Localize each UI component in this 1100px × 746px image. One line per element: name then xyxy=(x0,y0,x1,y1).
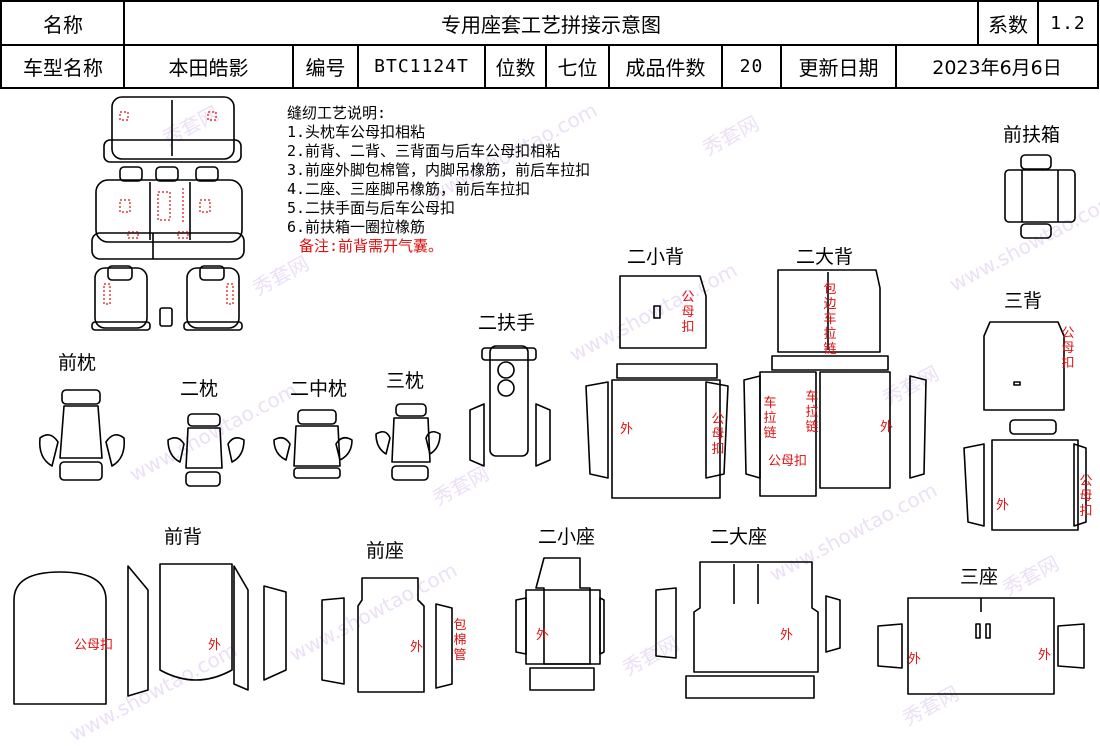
sewing-notes: 缝纫工艺说明: 1.头枕车公母扣相粘 2.前背、二背、三背面与后车公母扣相粘 3… xyxy=(287,104,590,256)
note-item-4: 4.二座、三座脚吊橡筋，前后车拉扣 xyxy=(287,180,531,198)
note-item-1: 1.头枕车公母扣相粘 xyxy=(287,123,426,141)
annot-wrap-zipper-second-big-back: 包 边 车 拉 链 xyxy=(823,282,837,357)
annot-outer-second-small-seat: 外 xyxy=(536,628,550,643)
label-front-box: 前扶箱 xyxy=(1003,124,1061,146)
annot-outer-front-back: 外 xyxy=(208,638,222,653)
second-big-seat-pattern xyxy=(655,561,841,699)
annot-snap-front-back: 公母扣 xyxy=(74,638,114,653)
third-back-pattern xyxy=(963,321,1087,531)
third-pillow-pattern xyxy=(375,403,441,481)
pieces-label: 成品件数 xyxy=(625,56,706,80)
annot-snap-second-small-back-side: 公 母 扣 xyxy=(711,412,725,457)
seat-overview xyxy=(91,96,245,331)
annot-outer-second-big-back: 外 xyxy=(880,420,894,435)
date-value: 2023年6月6日 xyxy=(932,57,1062,79)
annot-zipper-left: 车 拉 链 xyxy=(763,396,777,441)
label-front-back: 前背 xyxy=(164,526,203,548)
front-box-pattern xyxy=(1004,154,1076,239)
annot-outer-third-seat-right: 外 xyxy=(1038,648,1052,663)
note-item-6: 6.前扶箱一圈拉橡筋 xyxy=(287,218,426,236)
model-label: 车型名称 xyxy=(23,56,103,80)
front-back-pattern xyxy=(13,563,287,705)
annot-outer-second-big-seat: 外 xyxy=(780,628,794,643)
coefficient-label: 系数 xyxy=(988,13,1028,37)
annot-outer-front-seat: 外 xyxy=(410,640,424,655)
header-table: 名称 专用座套工艺拼接示意图 系数 1.2 车型名称 本田皓影 编号 BTC11… xyxy=(0,0,1100,90)
date-label: 更新日期 xyxy=(798,56,879,80)
label-third-pillow: 三枕 xyxy=(386,370,425,392)
second-mid-pillow-pattern xyxy=(273,409,353,479)
label-second-mid-pillow: 二中枕 xyxy=(290,378,348,400)
document-title: 专用座套工艺拼接示意图 xyxy=(441,13,661,37)
label-third-seat: 三座 xyxy=(960,566,999,588)
second-pillow-pattern xyxy=(167,413,245,487)
note-item-2: 2.前背、二背、三背面与后车公母扣相粘 xyxy=(287,142,561,160)
second-armrest-pattern xyxy=(469,345,551,467)
second-big-back-pattern xyxy=(743,269,927,497)
label-second-small-seat: 二小座 xyxy=(538,526,596,548)
notes-title: 缝纫工艺说明: xyxy=(287,104,387,122)
label-second-big-back: 二大背 xyxy=(796,246,854,268)
notes-remark: 备注:前背需开气囊。 xyxy=(299,237,444,255)
front-seat-pattern xyxy=(321,577,453,693)
label-front-seat: 前座 xyxy=(366,540,405,562)
name-label: 名称 xyxy=(43,13,83,37)
seats-label: 位数 xyxy=(495,56,536,80)
annot-zipper-right: 车 拉 链 xyxy=(805,390,819,435)
second-small-back-pattern xyxy=(585,275,729,499)
coefficient-value: 1.2 xyxy=(1050,13,1086,34)
note-item-5: 5.二扶手面与后车公母扣 xyxy=(287,199,456,217)
note-item-3: 3.前座外脚包棉管，内脚吊橡筋，前后车拉扣 xyxy=(287,161,591,179)
label-second-armrest: 二扶手 xyxy=(478,312,536,334)
annot-outer-second-small-back: 外 xyxy=(620,422,634,437)
label-second-small-back: 二小背 xyxy=(627,246,685,268)
label-second-big-seat: 二大座 xyxy=(710,526,768,548)
label-third-back: 三背 xyxy=(1004,290,1043,312)
code-label: 编号 xyxy=(305,56,346,80)
annot-snap-second-small-back: 公 母 扣 xyxy=(681,290,695,335)
header-grid xyxy=(0,0,1099,89)
overview-snap-marks xyxy=(103,111,234,305)
annot-wrap-cotton-front-seat: 包 棉 管 xyxy=(453,618,467,663)
pieces-value: 20 xyxy=(739,56,764,77)
annot-outer-third-seat-left: 外 xyxy=(908,652,922,667)
label-second-pillow: 二枕 xyxy=(180,378,219,400)
label-front-pillow: 前枕 xyxy=(58,352,97,374)
front-pillow-pattern xyxy=(38,389,126,481)
annot-snap-third-back-side: 公 母 扣 xyxy=(1079,474,1093,519)
second-small-seat-pattern xyxy=(515,557,605,691)
code-value: BTC1124T xyxy=(374,56,469,77)
third-seat-pattern xyxy=(877,597,1085,695)
seats-value: 七位 xyxy=(557,56,598,80)
annot-snap-third-back: 公 母 扣 xyxy=(1061,326,1075,371)
annot-snap-second-big-back: 公母扣 xyxy=(768,454,808,469)
annot-outer-third-back: 外 xyxy=(996,498,1010,513)
model-value: 本田皓影 xyxy=(168,56,249,80)
